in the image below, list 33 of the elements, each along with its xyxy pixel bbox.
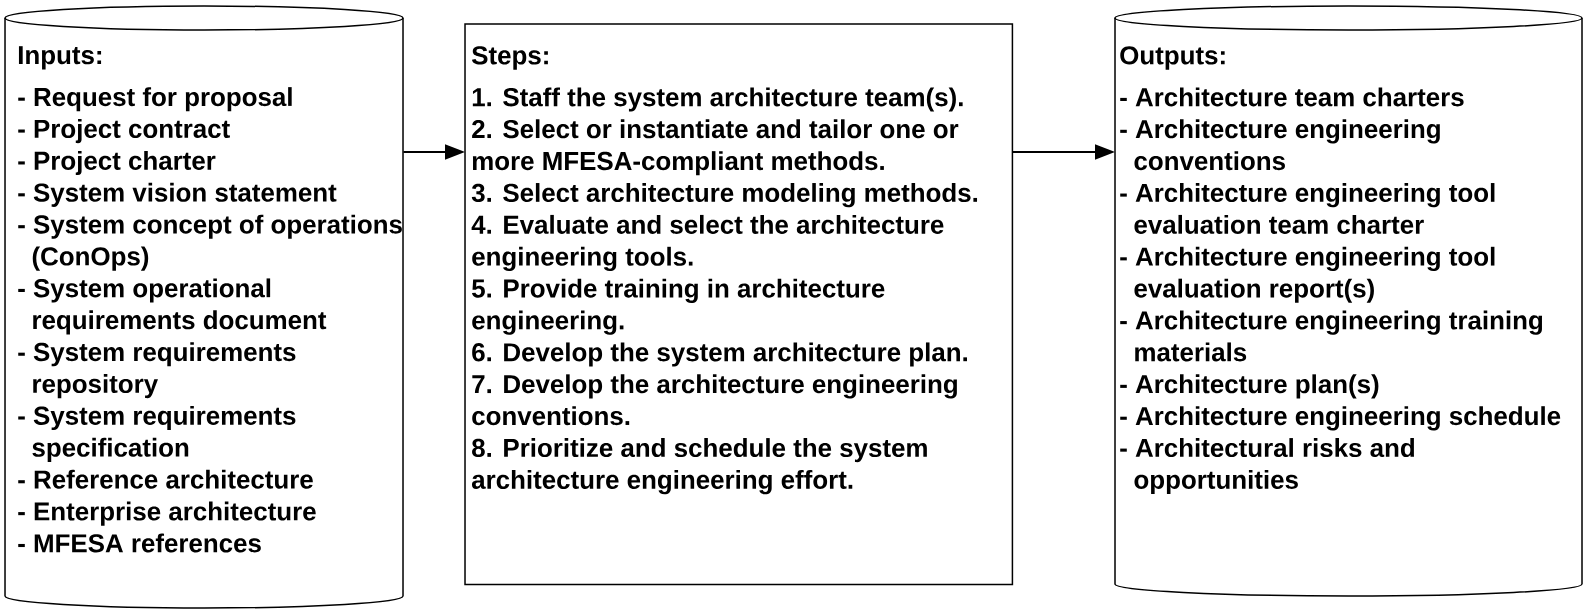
list-item: - Request for proposal (18, 87, 292, 112)
list-item: - Enterprise architecture (18, 501, 316, 526)
list-item: - System operational requirements document (18, 278, 327, 335)
list-item: 6. Develop the system architecture plan. (472, 342, 967, 367)
list-item: - Architecture engineering tool evaluation team charter (1120, 183, 1495, 234)
list-item: - System requirements repository (18, 342, 296, 399)
heading: Inputs: (18, 46, 102, 70)
heading: Outputs: (1120, 46, 1225, 70)
list-item: 2. Select or instantiate and tailor one or more MFESA-compliant methods. (472, 119, 959, 176)
list-item: - Architecture team charters (1120, 87, 1464, 107)
list-item: - Architecture engineering tool evaluation report(s) (1120, 246, 1495, 303)
process-box (464, 23, 1014, 586)
list-item: - Reference architecture (18, 469, 313, 489)
list-item: - System requirements specification (18, 405, 296, 462)
list-item: 7. Develop the architecture engineering conventions. (472, 374, 957, 426)
list-item: 5. Provide training in architecture engineering. (472, 278, 885, 335)
list-item: - Architecture plan(s) (1120, 374, 1379, 399)
list-item: - System concept of operations (ConOps) (18, 214, 402, 271)
list-item: - Project charter (18, 150, 216, 176)
list-item: - Architecture engineering schedule (1120, 406, 1561, 431)
list-item: - MFESA references (18, 533, 261, 553)
list-item: - Architecture engineering training materials (1120, 310, 1543, 362)
list-item: - System vision statement (18, 182, 337, 207)
cylinder (4, 5, 404, 609)
list-item: 3. Select architecture modeling methods. (471, 183, 978, 208)
list-item: - Architecture engineering conventions (1120, 119, 1440, 171)
list-item: - Project contract (18, 119, 230, 144)
list-item: 4. Evaluate and select the architecture engineering tools. (471, 214, 944, 272)
heading: Steps: (471, 46, 548, 70)
list-item: 1. Staff the system architecture team(s). (472, 87, 963, 112)
list-item: 8. Prioritize and schedule the system architecture engineering effort. (472, 438, 927, 495)
cylinder (1114, 5, 1583, 597)
list-item: - Architectural risks and opportunities (1120, 438, 1414, 495)
